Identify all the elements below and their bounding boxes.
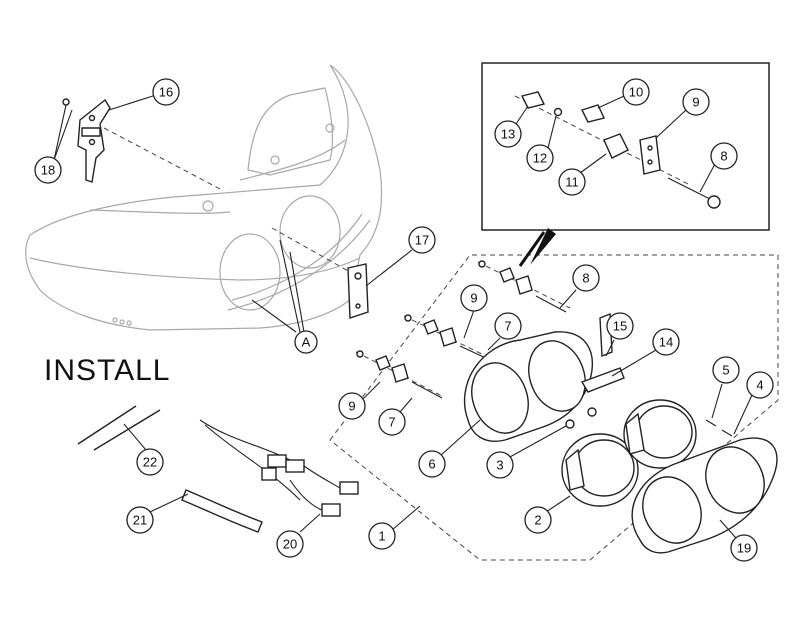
svg-text:8: 8 (720, 149, 727, 164)
callout-11: 11 (558, 168, 586, 196)
callout-3: 3 (486, 451, 514, 479)
svg-text:22: 22 (143, 455, 157, 470)
callout-7-upper: 7 (494, 312, 522, 340)
bracket-screw (53, 98, 70, 161)
headlamp-left (561, 433, 639, 507)
hardware-chain-upper (477, 260, 571, 313)
callout-9-middle: 9 (460, 284, 488, 312)
callout-5: 5 (712, 356, 740, 384)
svg-text:2: 2 (534, 513, 541, 528)
spacer-3-b (587, 407, 597, 417)
callout-17: 17 (408, 226, 436, 254)
spacer-3-a (565, 419, 575, 429)
callout-8-inset: 8 (710, 142, 738, 170)
svg-text:14: 14 (659, 335, 673, 350)
adapter-plate (347, 263, 369, 319)
wiring-harness (199, 419, 359, 517)
callout-6: 6 (418, 450, 446, 478)
outer-bezel (631, 437, 778, 554)
callout-13: 13 (494, 120, 522, 148)
callout-7-lower: 7 (378, 408, 406, 436)
cable-ties (77, 405, 161, 451)
svg-text:9: 9 (348, 399, 355, 414)
hardware-chain-middle (403, 314, 491, 361)
svg-text:8: 8 (582, 271, 589, 286)
svg-text:6: 6 (428, 457, 435, 472)
svg-text:12: 12 (533, 151, 547, 166)
svg-text:7: 7 (504, 319, 511, 334)
callout-A: A (294, 330, 318, 354)
svg-text:16: 16 (159, 85, 173, 100)
callout-16: 16 (152, 78, 180, 106)
callout-10: 10 (622, 78, 650, 106)
kit-boundary (329, 254, 779, 561)
callout-19: 19 (730, 534, 758, 562)
svg-text:21: 21 (133, 513, 147, 528)
svg-text:20: 20 (283, 537, 297, 552)
mounting-bracket (77, 98, 111, 183)
callout-18: 18 (34, 156, 62, 184)
callout-9-lower: 9 (338, 392, 366, 420)
screws-4-5 (705, 419, 733, 437)
callout-14: 14 (652, 328, 680, 356)
headlamp-right (623, 399, 697, 469)
svg-text:17: 17 (415, 233, 429, 248)
callout-9-inset: 9 (682, 88, 710, 116)
svg-text:9: 9 (470, 291, 477, 306)
callout-20: 20 (276, 530, 304, 558)
svg-text:9: 9 (692, 95, 699, 110)
fairing-outline (25, 64, 383, 333)
svg-text:7: 7 (388, 415, 395, 430)
callout-22: 22 (136, 448, 164, 476)
callout-8-main: 8 (572, 264, 600, 292)
svg-text:A: A (302, 335, 311, 350)
svg-text:13: 13 (501, 127, 515, 142)
callout-1: 1 (368, 522, 396, 550)
hardware-chain-lower (355, 350, 443, 399)
callout-2: 2 (524, 506, 552, 534)
callout-12: 12 (526, 144, 554, 172)
callout-15: 15 (606, 312, 634, 340)
callout-leaders (53, 94, 753, 539)
svg-text:4: 4 (756, 378, 763, 393)
install-heading: INSTALL (44, 354, 171, 387)
bracket-14 (580, 367, 625, 393)
svg-text:3: 3 (496, 458, 503, 473)
svg-text:5: 5 (722, 363, 729, 378)
callout-4: 4 (746, 371, 774, 399)
protective-sleeve (181, 489, 263, 533)
svg-text:18: 18 (41, 163, 55, 178)
svg-text:11: 11 (565, 175, 579, 190)
svg-text:10: 10 (629, 85, 643, 100)
trim-ring (463, 331, 594, 442)
svg-text:19: 19 (737, 541, 751, 556)
svg-text:1: 1 (378, 529, 385, 544)
svg-text:15: 15 (613, 319, 627, 334)
callout-21: 21 (126, 506, 154, 534)
